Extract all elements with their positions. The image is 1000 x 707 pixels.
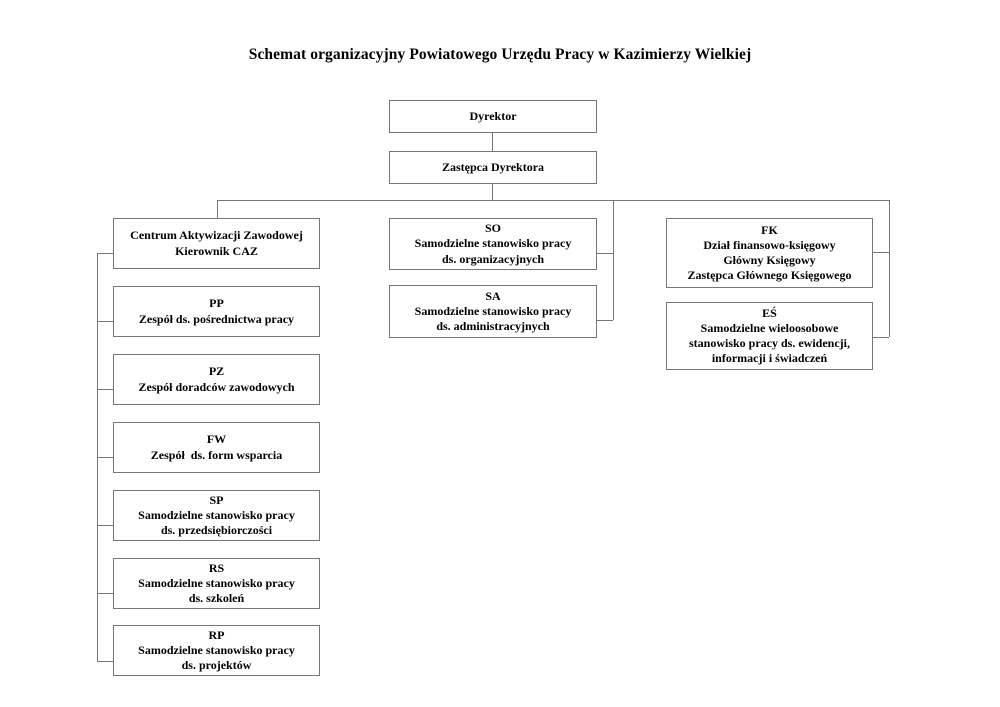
connector-stub-rp bbox=[97, 661, 113, 662]
node-code: FK bbox=[761, 222, 778, 237]
node-label: ds. szkoleń bbox=[188, 591, 245, 606]
node-label: ds. przedsiębiorczości bbox=[160, 523, 273, 538]
connector-stub-so bbox=[597, 253, 613, 254]
node-code: RS bbox=[208, 560, 225, 575]
node-label: Samodzielne stanowisko pracy bbox=[414, 303, 572, 318]
node-label: stanowisko pracy ds. ewidencji, bbox=[688, 336, 850, 350]
connector-drop-right-column bbox=[889, 200, 890, 337]
page-title: Schemat organizacyjny Powiatowego Urzędu… bbox=[248, 46, 752, 63]
connector-zastepca-bus bbox=[492, 184, 493, 200]
node-label: ds. projektów bbox=[181, 658, 252, 673]
connector-stub-pz bbox=[97, 389, 113, 390]
node-code: SP bbox=[209, 492, 224, 507]
node-label: Centrum Aktywizacji Zawodowej bbox=[130, 228, 303, 243]
node-label: Samodzielne stanowisko pracy bbox=[414, 236, 572, 251]
org-node-zastepca-dyrektora: Zastępca Dyrektora bbox=[389, 151, 597, 184]
org-node-sa: SA Samodzielne stanowisko pracy ds. admi… bbox=[389, 285, 597, 338]
node-label: ds. administracyjnych bbox=[436, 319, 550, 334]
connector-stub-pp bbox=[97, 321, 113, 322]
org-node-fw: FW Zespół ds. form wsparcia bbox=[113, 422, 320, 473]
node-code: PP bbox=[209, 296, 224, 311]
node-label: Dział finansowo-księgowy bbox=[703, 237, 836, 252]
org-node-sp: SP Samodzielne stanowisko pracy ds. prze… bbox=[113, 490, 320, 541]
org-node-pp: PP Zespół ds. pośrednictwa pracy bbox=[113, 286, 320, 337]
node-label: Zespół ds. form wsparcia bbox=[150, 447, 283, 462]
node-label: Samodzielne stanowisko pracy bbox=[138, 642, 295, 657]
org-node-caz: Centrum Aktywizacji Zawodowej Kierownik … bbox=[113, 218, 320, 269]
org-node-so: SO Samodzielne stanowisko pracy ds. orga… bbox=[389, 218, 597, 270]
org-node-pz: PZ Zespół doradców zawodowych bbox=[113, 354, 320, 405]
connector-stub-sp bbox=[97, 525, 113, 526]
node-code: SO bbox=[484, 221, 501, 236]
node-code: PZ bbox=[208, 364, 225, 379]
node-label: Dyrektor bbox=[469, 108, 517, 123]
connector-drop-middle-column bbox=[613, 200, 614, 320]
node-code: RP bbox=[208, 627, 225, 642]
connector-stub-rs bbox=[97, 593, 113, 594]
connector-drop-caz bbox=[217, 200, 218, 218]
node-label: Samodzielne stanowisko pracy bbox=[138, 507, 295, 522]
node-label: informacji i świadczeń bbox=[711, 351, 828, 366]
node-label: Zastępca Głównego Księgowego bbox=[687, 268, 852, 283]
node-label: Zespół ds. pośrednictwa pracy bbox=[138, 311, 295, 326]
node-label: Główny Księgowy bbox=[723, 253, 816, 267]
connector-horizontal-bus bbox=[217, 200, 890, 201]
connector-stub-caz bbox=[97, 253, 113, 254]
org-node-rp: RP Samodzielne stanowisko pracy ds. proj… bbox=[113, 625, 320, 676]
connector-stub-fk bbox=[873, 252, 889, 253]
node-label: Kierownik CAZ bbox=[175, 243, 258, 258]
org-node-dyrektor: Dyrektor bbox=[389, 100, 597, 133]
org-node-rs: RS Samodzielne stanowisko pracy ds. szko… bbox=[113, 558, 320, 609]
connector-dyrektor-zastepca bbox=[492, 133, 493, 151]
node-label: Samodzielne stanowisko pracy bbox=[138, 575, 295, 590]
node-label: Zastępca Dyrektora bbox=[441, 159, 545, 174]
connector-stub-fw bbox=[97, 457, 113, 458]
node-label: Samodzielne wieloosobowe bbox=[700, 320, 839, 335]
org-node-es: EŚ Samodzielne wieloosobowe stanowisko p… bbox=[666, 302, 873, 370]
org-node-fk: FK Dział finansowo-księgowy Główny Księg… bbox=[666, 218, 873, 288]
node-label: Zespół doradców zawodowych bbox=[138, 379, 295, 394]
node-code: FW bbox=[206, 432, 227, 447]
node-code: EŚ bbox=[762, 305, 777, 320]
connector-stub-sa bbox=[597, 320, 613, 321]
node-label: ds. organizacyjnych bbox=[442, 251, 544, 266]
node-code: SA bbox=[485, 288, 501, 303]
connector-stub-es bbox=[873, 337, 889, 338]
